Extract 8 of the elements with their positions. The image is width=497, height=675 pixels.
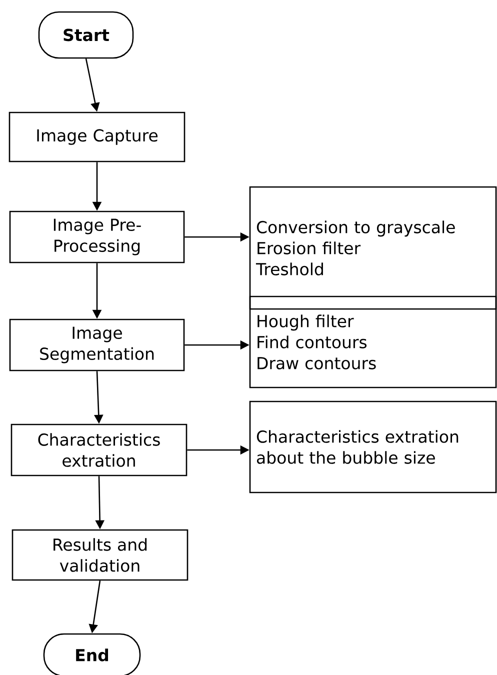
- note-box: Characteristics extration about the bubble size: [249, 400, 497, 494]
- process-box: Characteristics extration: [10, 424, 188, 476]
- list-box: Hough filter Find contours Draw contours: [249, 296, 497, 388]
- process-box: Image Segmentation: [9, 318, 185, 372]
- list-box: Conversion to grayscale Erosion filter Treshold: [249, 186, 497, 310]
- process-box: Results and validation: [12, 529, 188, 581]
- process-box: Image Pre-Processing: [9, 210, 185, 264]
- process-box: Image Capture: [8, 112, 186, 162]
